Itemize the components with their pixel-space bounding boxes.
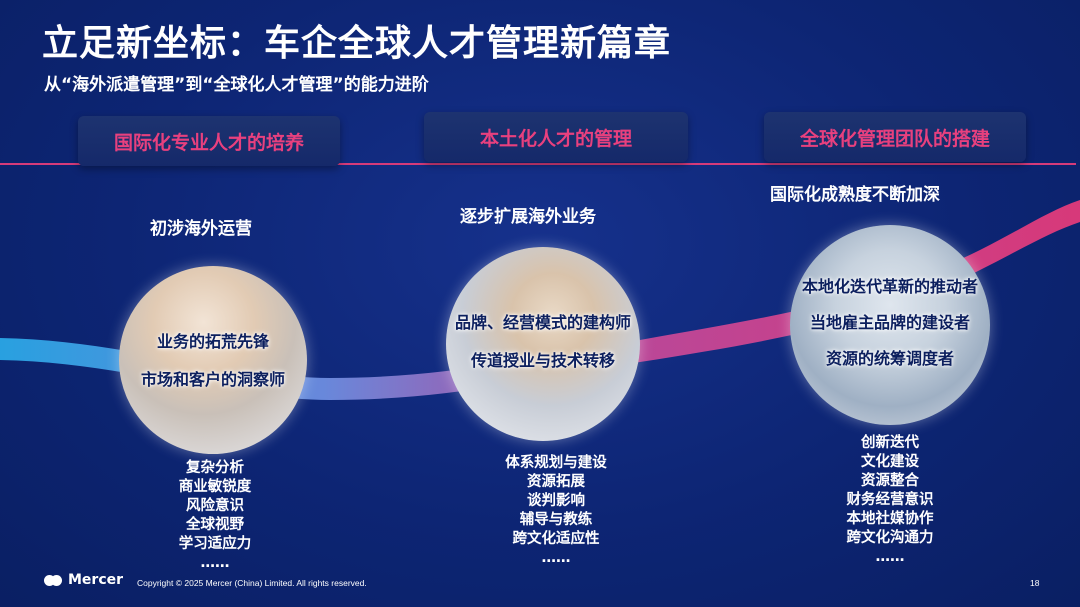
- skill-item: 体系规划与建设: [505, 455, 607, 471]
- phase-box-2: 本土化人才的管理: [424, 112, 688, 162]
- skill-item: ……: [541, 550, 571, 566]
- stage-2-skills: 体系规划与建设 资源拓展 谈判影响 辅导与教练 跨文化适应性 ……: [496, 454, 616, 568]
- skill-item: 学习适应力: [178, 536, 252, 552]
- skill-item: ……: [875, 549, 905, 565]
- skill-item: 资源拓展: [527, 474, 585, 490]
- stage-2-photo: [446, 247, 640, 441]
- skill-item: 风险意识: [186, 498, 244, 514]
- stage-3-role-1: 本地化迭代革新的推动者: [801, 277, 978, 296]
- stage-3-label: 国际化成熟度不断加深: [770, 185, 940, 205]
- stage-1-label: 初涉海外运营: [150, 219, 252, 239]
- skill-item: 文化建设: [861, 454, 919, 470]
- stage-2-photo-circle: 品牌、经营模式的建构师 传道授业与技术转移: [446, 247, 640, 441]
- slide-title: 立足新坐标：车企全球人才管理新篇章: [42, 23, 672, 64]
- skill-item: 复杂分析: [186, 460, 244, 476]
- skill-item: 资源整合: [861, 473, 919, 489]
- stage-3-skills: 创新迭代 文化建设 资源整合 财务经营意识 本地社媒协作 跨文化沟通力 ……: [830, 434, 950, 567]
- phase-divider-line: [0, 163, 1076, 165]
- stage-3-role-3: 资源的统筹调度者: [825, 349, 954, 368]
- stage-1-photo: [119, 266, 307, 454]
- phase-box-1: 国际化专业人才的培养: [78, 116, 340, 166]
- copyright-text: Copyright © 2025 Mercer (China) Limited.…: [137, 578, 367, 588]
- skill-item: 创新迭代: [861, 435, 919, 451]
- skill-item: 跨文化沟通力: [846, 530, 934, 546]
- stage-2-role-1: 品牌、经营模式的建构师: [454, 313, 631, 332]
- skill-item: ……: [200, 555, 230, 571]
- stage-1-photo-circle: 业务的拓荒先锋 市场和客户的洞察师: [119, 266, 307, 454]
- slide-subtitle: 从“海外派遣管理”到“全球化人才管理”的能力进阶: [44, 75, 429, 95]
- mercer-logo-icon: [44, 574, 62, 586]
- stage-1-role-2: 市场和客户的洞察师: [140, 370, 285, 389]
- mercer-logo: Mercer: [44, 572, 123, 588]
- stage-2-role-2: 传道授业与技术转移: [470, 351, 615, 370]
- skill-item: 财务经营意识: [846, 492, 934, 508]
- stage-1-role-1: 业务的拓荒先锋: [156, 332, 269, 351]
- skill-item: 跨文化适应性: [512, 531, 600, 547]
- skill-item: 辅导与教练: [519, 512, 593, 528]
- skill-item: 本地社媒协作: [846, 511, 934, 527]
- stage-1-skills: 复杂分析 商业敏锐度 风险意识 全球视野 学习适应力 ……: [155, 459, 275, 573]
- skill-item: 商业敏锐度: [178, 479, 252, 495]
- stage-2-label: 逐步扩展海外业务: [460, 207, 596, 227]
- phase-box-3: 全球化管理团队的搭建: [764, 112, 1026, 162]
- stage-3-role-2: 当地雇主品牌的建设者: [809, 313, 970, 332]
- stage-3-photo: [790, 225, 990, 425]
- skill-item: 谈判影响: [527, 493, 585, 509]
- mercer-logo-text: Mercer: [68, 572, 124, 588]
- stage-3-photo-circle: 本地化迭代革新的推动者 当地雇主品牌的建设者 资源的统筹调度者: [790, 225, 990, 425]
- page-number: 18: [1030, 578, 1040, 588]
- skill-item: 全球视野: [186, 517, 244, 533]
